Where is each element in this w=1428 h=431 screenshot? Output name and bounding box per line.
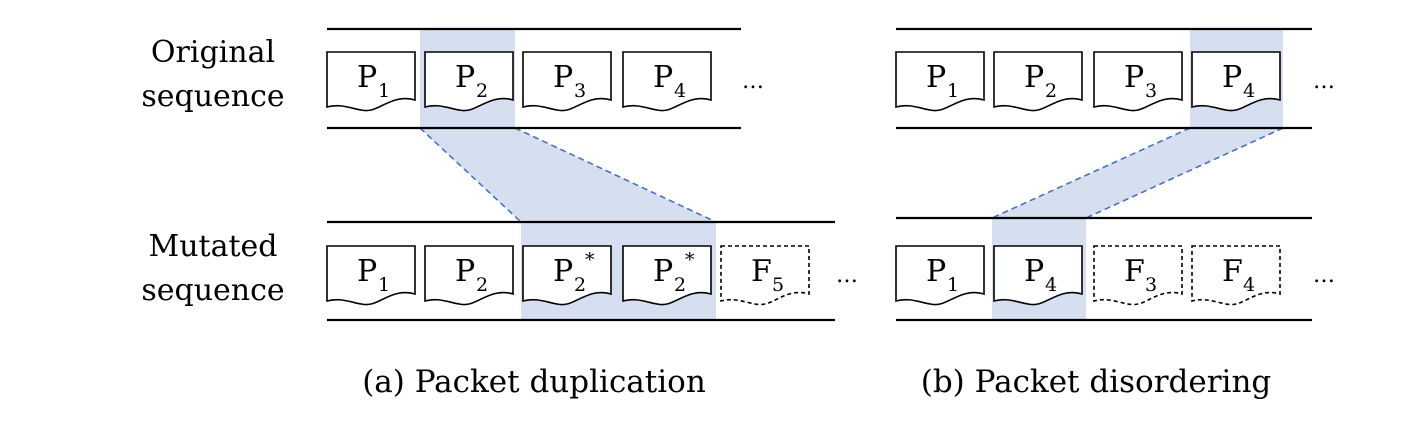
packet-shape: [326, 51, 416, 112]
packet-label: P: [926, 254, 946, 289]
original-ellipsis: …: [1313, 69, 1335, 94]
packet-subscript: 3: [574, 80, 586, 102]
connector-line-left: [991, 127, 1191, 219]
fake-packet-shape: [720, 245, 810, 306]
packet-subscript: 2: [574, 274, 586, 296]
packet-subscript: 2: [674, 274, 686, 296]
mutated-ellipsis: …: [836, 263, 858, 288]
original-label-line2: sequence: [141, 79, 285, 114]
packet-label: P: [653, 254, 673, 289]
packet-shape: [1093, 51, 1183, 112]
packet-label: P: [1024, 60, 1044, 95]
packet-shape: [424, 245, 514, 306]
packet-label: P: [653, 60, 673, 95]
packet-label: P: [357, 60, 377, 95]
fake-packet-shape: [1191, 245, 1281, 306]
packet-subscript: 1: [947, 274, 959, 296]
connection-band: [420, 128, 716, 222]
packet-shape: [622, 245, 712, 306]
packet-label: P: [553, 60, 573, 95]
packet-shape: [895, 245, 985, 306]
mutated-label-line1: Mutated: [148, 229, 278, 264]
packet-label: P: [926, 60, 946, 95]
packet-label: F: [751, 254, 772, 289]
packet-subscript: 4: [674, 80, 686, 102]
caption-packet-duplication: (a) Packet duplication: [362, 364, 706, 400]
packet-subscript: 1: [947, 80, 959, 102]
original-label-line1: Original: [150, 35, 276, 70]
original-ellipsis: …: [742, 69, 764, 94]
packet-subscript: 3: [1145, 274, 1157, 296]
packet-label: P: [1024, 254, 1044, 289]
connector-line-left: [419, 127, 522, 223]
packet-shape: [522, 51, 612, 112]
packet-subscript: 5: [772, 274, 784, 296]
packet-superscript: *: [685, 249, 695, 271]
packet-subscript: 4: [1243, 274, 1255, 296]
packet-subscript: 2: [1045, 80, 1057, 102]
packet-superscript: *: [585, 249, 595, 271]
mutated-label-line2: sequence: [141, 273, 285, 308]
packet-shape: [993, 51, 1083, 112]
packet-label: P: [1222, 60, 1242, 95]
packet-shape: [326, 245, 416, 306]
mutated-ellipsis: …: [1313, 263, 1335, 288]
packet-shape: [993, 245, 1083, 306]
packet-subscript: 4: [1243, 80, 1255, 102]
packet-subscript: 1: [378, 80, 390, 102]
connector-line-right: [1085, 127, 1284, 219]
packet-subscript: 3: [1145, 80, 1157, 102]
packet-label: F: [1124, 254, 1145, 289]
packet-shape: [622, 51, 712, 112]
packet-label: P: [455, 60, 475, 95]
packet-label: P: [357, 254, 377, 289]
packet-label: P: [1124, 60, 1144, 95]
packet-label: P: [455, 254, 475, 289]
packet-shape: [424, 51, 514, 112]
packet-subscript: 2: [476, 80, 488, 102]
packet-shape: [1191, 51, 1281, 112]
packet-label: P: [553, 254, 573, 289]
connector-line-right: [514, 127, 717, 223]
fake-packet-shape: [1093, 245, 1183, 306]
caption-packet-disordering: (b) Packet disordering: [920, 364, 1272, 400]
packet-label: F: [1222, 254, 1243, 289]
packet-subscript: 1: [378, 274, 390, 296]
connection-band: [992, 128, 1283, 218]
packet-shape: [522, 245, 612, 306]
packet-subscript: 2: [476, 274, 488, 296]
mutated-sequence-label: Mutated sequence: [113, 225, 313, 313]
packet-subscript: 4: [1045, 274, 1057, 296]
packet-shape: [895, 51, 985, 112]
original-sequence-label: Original sequence: [113, 31, 313, 119]
